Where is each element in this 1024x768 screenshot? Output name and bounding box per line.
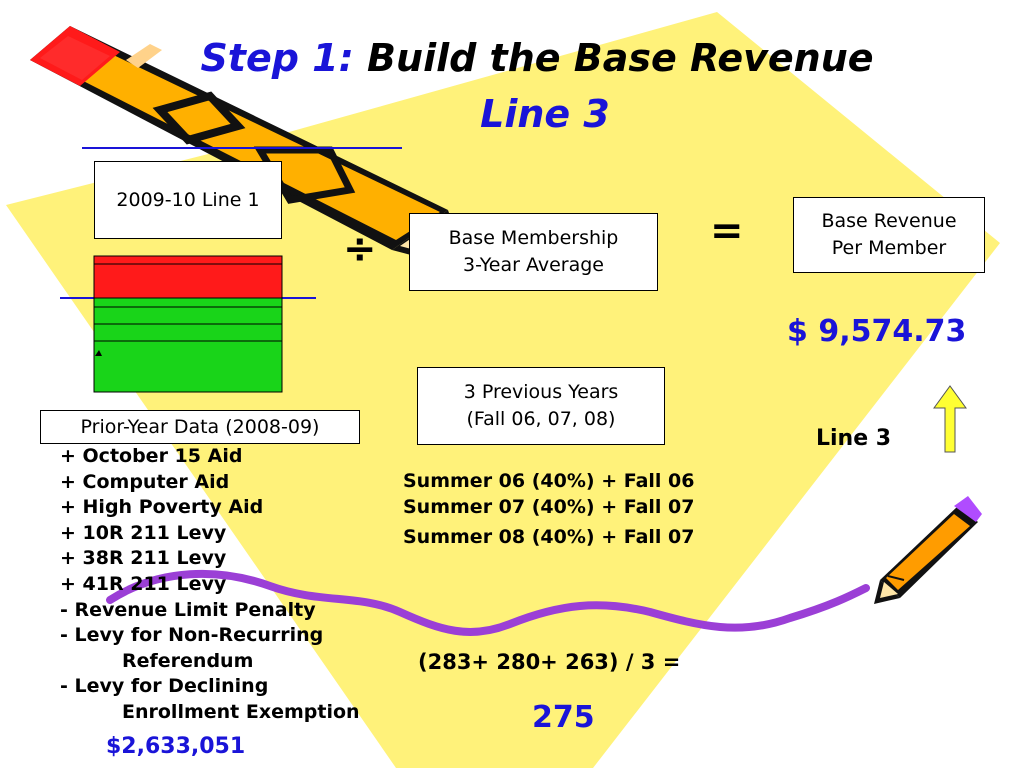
prior-line-box: 2009-10 Line 1 — [94, 161, 282, 239]
adjustment-list: + October 15 Aid + Computer Aid + High P… — [60, 444, 360, 726]
list-item: - Levy for Non-Recurring — [60, 624, 324, 647]
list-item: Referendum — [122, 649, 254, 672]
revenue-per-member-value: $ 9,574.73 — [787, 314, 967, 349]
up-arrow-icon — [933, 385, 967, 453]
list-item: + 41R 211 Levy — [60, 572, 227, 595]
equals-sign: = — [710, 208, 744, 254]
list-item: + High Poverty Aid — [60, 496, 264, 519]
prior-line-label: 2009-10 Line 1 — [116, 188, 260, 211]
previous-years-line-1: 3 Previous Years — [463, 381, 619, 403]
title-step: Step 1: — [200, 36, 354, 80]
revenue-line-1: Base Revenue — [821, 210, 957, 232]
list-item: + 38R 211 Levy — [60, 547, 227, 570]
divide-sign: ÷ — [343, 226, 377, 272]
line3-label: Line 3 — [816, 426, 892, 451]
membership-box: Base Membership 3-Year Average — [409, 213, 658, 291]
membership-line-1: Base Membership — [448, 227, 619, 249]
membership-result: 275 — [532, 700, 595, 735]
page-title: Step 1: Build the Base Revenue — [0, 36, 1024, 80]
list-item: Enrollment Exemption — [122, 700, 360, 723]
membership-row: Summer 07 (40%) + Fall 07 — [403, 496, 695, 518]
purple-squiggle — [106, 569, 870, 637]
small-pencil-icon — [874, 496, 982, 604]
list-item: - Revenue Limit Penalty — [60, 598, 316, 621]
membership-line-2: 3-Year Average — [463, 254, 604, 276]
list-item: + October 15 Aid — [60, 445, 243, 467]
revenue-line-2: Per Member — [831, 237, 947, 259]
list-item: + Computer Aid — [60, 470, 230, 493]
total-revenue-value: $2,633,051 — [106, 734, 246, 759]
prior-year-data-box: Prior-Year Data (2008-09) — [40, 410, 360, 444]
title-main: Build the Base Revenue — [367, 36, 874, 80]
pencil-icon — [30, 26, 468, 270]
previous-years-line-2: (Fall 06, 07, 08) — [466, 408, 616, 430]
list-item: - Levy for Declining — [60, 675, 269, 698]
list-item: + 10R 211 Levy — [60, 521, 227, 544]
prior-year-data-label: Prior-Year Data (2008-09) — [80, 415, 320, 438]
membership-formula: (283+ 280+ 263) / 3 = — [418, 650, 681, 674]
membership-row: Summer 08 (40%) + Fall 07 — [403, 526, 695, 548]
revenue-bar-stack — [93, 255, 283, 393]
previous-years-box: 3 Previous Years (Fall 06, 07, 08) — [417, 367, 665, 445]
revenue-per-member-box: Base Revenue Per Member — [793, 197, 985, 273]
membership-row: Summer 06 (40%) + Fall 06 — [403, 470, 695, 492]
title-line: Line 3 — [480, 92, 610, 136]
